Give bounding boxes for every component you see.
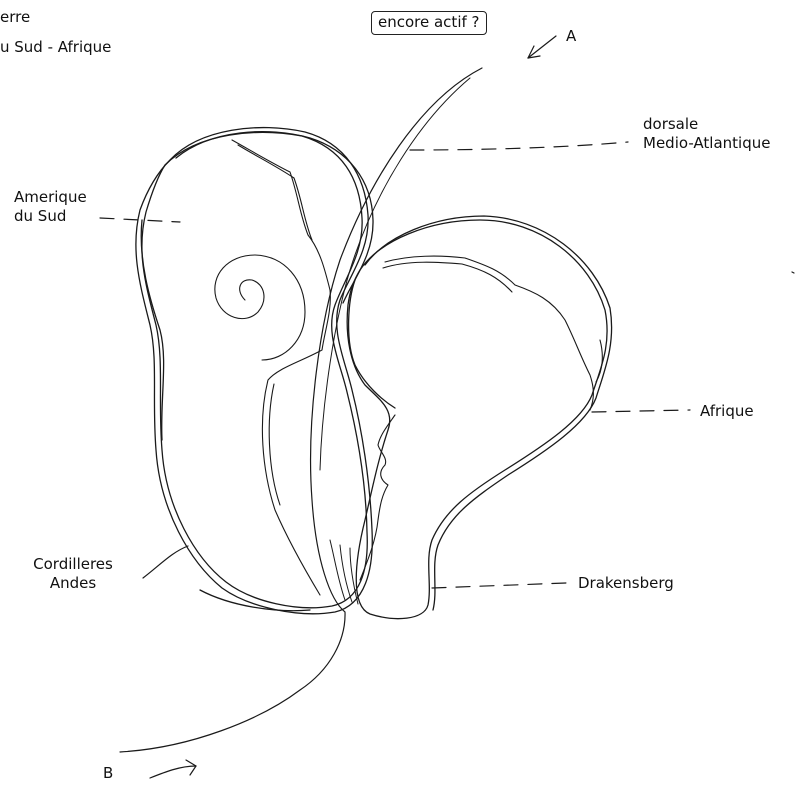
south-america-label-line1: Amerique [14, 188, 87, 207]
ridge-label-line1: dorsale [643, 115, 698, 134]
arrow-b [150, 760, 196, 778]
arrow-a [528, 36, 556, 58]
southern-tip-strokes [330, 540, 358, 604]
leader-ridge [410, 142, 628, 150]
leader-drakensberg [432, 583, 566, 588]
leader-africa [592, 410, 690, 412]
andes-label-line1: Cordilleres [24, 555, 122, 574]
leader-south-america [100, 218, 180, 222]
africa-inner-line [383, 256, 602, 410]
top-left-label-line2: u Sud - Afrique [0, 38, 111, 57]
stray-mark [792, 272, 794, 273]
south-america-label-line2: du Sud [14, 207, 66, 226]
leader-andes [143, 546, 188, 578]
africa-outline [347, 216, 611, 619]
point-a-label: A [566, 27, 576, 46]
top-left-label-line1: erre [0, 8, 30, 27]
question-box: encore actif ? [371, 11, 487, 35]
andes-label-line2: Andes [24, 574, 122, 593]
drift-arc-second [320, 78, 470, 470]
andes-inner-line [232, 140, 330, 595]
spiral-stroke [215, 255, 305, 360]
drift-arc [120, 68, 482, 752]
africa-label: Afrique [700, 402, 754, 421]
drakensberg-label: Drakensberg [578, 574, 674, 593]
ridge-label-line2: Medio-Atlantique [643, 134, 770, 153]
point-b-label: B [103, 764, 113, 783]
south-america-outline [136, 128, 373, 614]
